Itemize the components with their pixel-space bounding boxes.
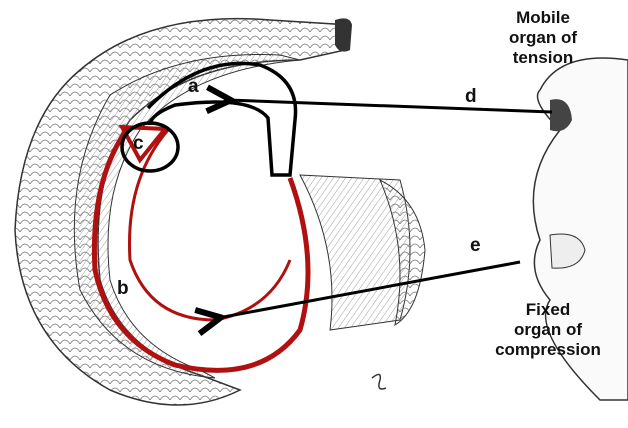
- fixed-line2: organ of: [514, 320, 582, 339]
- arrow-d: [228, 100, 553, 112]
- fixed-organ-label: Fixed organ of compression: [478, 300, 618, 360]
- label-b: b: [117, 278, 129, 299]
- fixed-line1: Fixed: [525, 300, 571, 319]
- label-c: c: [133, 133, 144, 154]
- signature-mark: [371, 373, 387, 390]
- arrow-e: [218, 260, 521, 318]
- mobile-organ-label: Mobile organ of tension: [488, 8, 598, 68]
- label-a: a: [188, 76, 199, 97]
- red-outline: [91, 124, 311, 373]
- right-structure: [532, 57, 628, 401]
- outer-muscle-bands: [14, 17, 426, 406]
- fixed-line3: compression: [495, 340, 601, 359]
- label-d: d: [465, 86, 477, 107]
- black-outline: [120, 61, 298, 177]
- mobile-line1: Mobile: [516, 8, 570, 27]
- mobile-line3: tension: [512, 48, 574, 67]
- label-e: e: [470, 235, 481, 256]
- mobile-line2: organ of: [509, 28, 577, 47]
